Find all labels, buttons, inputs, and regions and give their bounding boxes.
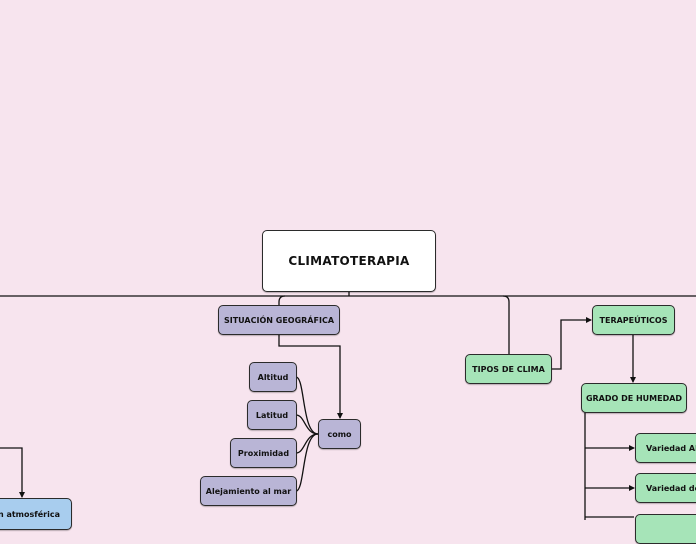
node-tipos-de-clima[interactable]: TIPOS DE CLIMA xyxy=(465,354,552,384)
node-terapeuticos[interactable]: TERAPEÚTICOS xyxy=(592,305,675,335)
link-situacion-como xyxy=(278,334,343,419)
link-situacion xyxy=(278,295,286,306)
link-presion xyxy=(0,447,25,498)
link-latitud xyxy=(295,414,319,435)
link-tipos xyxy=(502,295,510,354)
link-alejamiento xyxy=(295,433,319,492)
node-como[interactable]: como xyxy=(318,419,361,449)
connector-lines xyxy=(0,291,696,520)
node-altitud[interactable]: Altitud xyxy=(249,362,297,392)
link-tipos-terapeuticos xyxy=(551,317,592,370)
node-alejamiento-al-mar[interactable]: Alejamiento al mar xyxy=(200,476,297,506)
node-variedad-de[interactable]: Variedad de xyxy=(635,473,696,503)
node-variedad-alp[interactable]: Variedad Alp xyxy=(635,433,696,463)
root-node-climatoterapia[interactable]: CLIMATOTERAPIA xyxy=(262,230,436,292)
node-variedad-third[interactable] xyxy=(635,514,696,544)
node-proximidad[interactable]: Proximidad xyxy=(230,438,297,468)
link-altitud xyxy=(295,376,319,435)
node-presion-atmosferica[interactable]: ión atmosférica xyxy=(0,498,72,530)
node-latitud[interactable]: Latitud xyxy=(247,400,297,430)
node-situacion-geografica[interactable]: SITUACIÓN GEOGRÁFICA xyxy=(218,305,340,335)
node-grado-de-humedad[interactable]: GRADO DE HUMEDAD xyxy=(581,383,687,413)
